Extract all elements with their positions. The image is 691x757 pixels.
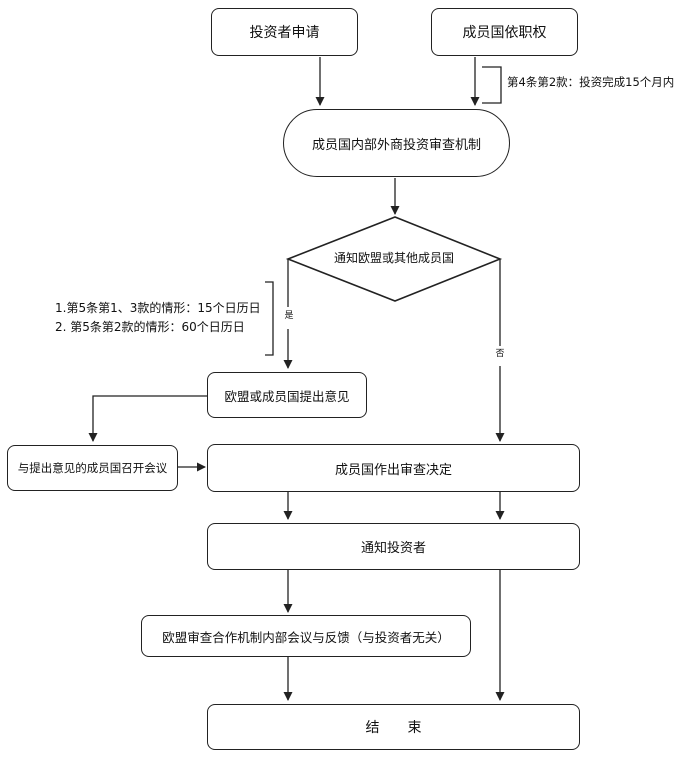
- eu-meeting-box: 欧盟审查合作机制内部会议与反馈（与投资者无关）: [141, 615, 471, 657]
- bracket-article5: [265, 281, 274, 356]
- member-authority-box: 成员国依职权: [431, 8, 578, 56]
- investor-application-box: 投资者申请: [211, 8, 358, 56]
- bracket-article4: [482, 66, 502, 104]
- end-box: 结 束: [207, 704, 580, 750]
- arrow-opinions-to-meeting: [88, 395, 207, 442]
- notify-investor-box: 通知投资者: [207, 523, 580, 570]
- yes-branch-label: 是: [284, 311, 294, 321]
- decision-diamond: [285, 216, 503, 302]
- meeting-box: 与提出意见的成员国召开会议: [7, 445, 178, 491]
- article5-line1: 1.第5条第1、3款的情形：15个日历日: [55, 301, 261, 315]
- review-decision-box: 成员国作出审查决定: [207, 444, 580, 492]
- no-branch-label: 否: [495, 349, 505, 359]
- article5-line2: 2. 第5条第2款的情形：60个日历日: [55, 320, 245, 334]
- internal-review-box: 成员国内部外商投资审查机制: [283, 109, 510, 177]
- article4-annotation: 第4条第2款：投资完成15个月内: [507, 75, 675, 89]
- notify-decision-label: 通知欧盟或其他成员国: [333, 251, 454, 265]
- opinions-box: 欧盟或成员国提出意见: [207, 372, 367, 418]
